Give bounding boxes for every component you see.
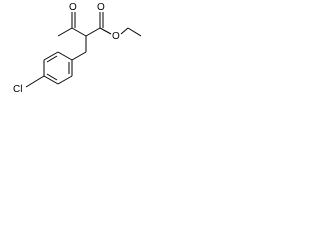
ester-carbonyl-oxygen-label: O (97, 2, 105, 13)
ring-bond-6 (57, 51, 73, 61)
bond-ring-to-chlorine (25, 75, 45, 88)
ring-bond-5 (43, 51, 59, 61)
chlorine-label: Cl (13, 84, 22, 95)
bond-ester-carbon-to-ether-oxygen (99, 27, 112, 35)
ring-bond-3 (43, 75, 59, 85)
bonds (25, 12, 141, 88)
ring-bond-5-inner (46, 55, 58, 63)
bond-alpha-carbon-to-ester-carbon (85, 27, 101, 37)
ring-bond-2 (57, 75, 73, 85)
atom-labels: O O O Cl (13, 2, 120, 95)
bond-benzyl-ch2-to-ring (71, 51, 87, 61)
bond-ethyl-ch2-to-ch3 (127, 27, 141, 37)
bond-ether-oxygen-to-ethyl-ch2 (120, 27, 129, 35)
structural-formula: O O O Cl (13, 2, 141, 95)
ester-ether-oxygen-label: O (112, 31, 120, 42)
ring-bond-3-inner (46, 73, 58, 81)
bond-ketone-carbon-to-alpha-carbon (71, 27, 87, 37)
ketone-oxygen-label: O (69, 2, 77, 13)
bond-methyl-to-ketone-carbon (57, 27, 73, 37)
